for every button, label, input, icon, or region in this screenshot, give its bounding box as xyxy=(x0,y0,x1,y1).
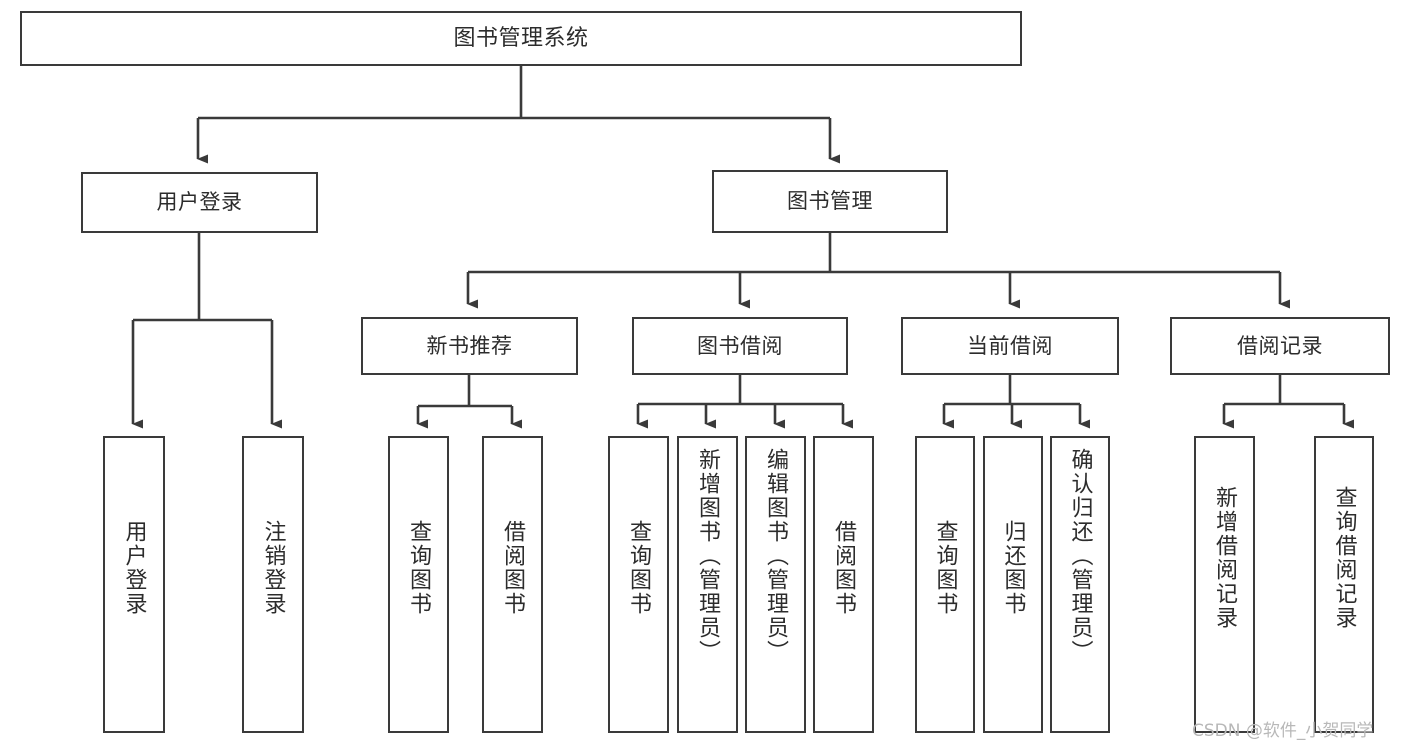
node-label: 借阅图书 xyxy=(831,520,857,616)
leaf-record-add-record[interactable]: 新增借阅记录 xyxy=(1194,436,1255,733)
node-label: 查询图书 xyxy=(406,520,432,616)
node-label: 注销登录 xyxy=(260,520,286,616)
node-label: 借阅记录 xyxy=(1237,333,1323,358)
leaf-current-query-book[interactable]: 查询图书 xyxy=(915,436,975,733)
node-user-login[interactable]: 用户登录 xyxy=(81,172,318,233)
node-label: 新书推荐 xyxy=(426,333,513,358)
node-label: 图书管理系统 xyxy=(453,25,589,51)
node-label: 新增图书（管理员） xyxy=(695,448,721,664)
node-label: 确认归还（管理员） xyxy=(1067,448,1093,664)
leaf-user-login[interactable]: 用户登录 xyxy=(103,436,165,733)
node-label: 用户登录 xyxy=(121,520,147,616)
node-book-borrowing[interactable]: 图书借阅 xyxy=(632,317,848,375)
node-label: 查询图书 xyxy=(932,520,958,616)
leaf-current-confirm-return-admin[interactable]: 确认归还（管理员） xyxy=(1050,436,1110,733)
leaf-borrow-add-book-admin[interactable]: 新增图书（管理员） xyxy=(677,436,738,733)
node-label: 借阅图书 xyxy=(500,520,526,616)
leaf-newbook-query-book[interactable]: 查询图书 xyxy=(388,436,449,733)
node-label: 新增借阅记录 xyxy=(1212,486,1238,630)
leaf-borrow-edit-book-admin[interactable]: 编辑图书（管理员） xyxy=(745,436,806,733)
node-label: 查询借阅记录 xyxy=(1331,486,1357,630)
node-label: 图书管理 xyxy=(787,189,873,214)
watermark-text: CSDN @软件_小贺同学 xyxy=(1192,721,1374,741)
leaf-newbook-borrow-book[interactable]: 借阅图书 xyxy=(482,436,543,733)
node-label: 当前借阅 xyxy=(967,333,1053,358)
node-label: 图书借阅 xyxy=(697,333,783,358)
node-label: 查询图书 xyxy=(626,520,652,616)
node-label: 归还图书 xyxy=(1000,520,1026,616)
node-current-borrowing[interactable]: 当前借阅 xyxy=(901,317,1119,375)
node-new-book-recommendation[interactable]: 新书推荐 xyxy=(361,317,578,375)
leaf-current-return-book[interactable]: 归还图书 xyxy=(983,436,1043,733)
node-root-system[interactable]: 图书管理系统 xyxy=(20,11,1022,66)
leaf-borrow-query-book[interactable]: 查询图书 xyxy=(608,436,669,733)
node-label: 编辑图书（管理员） xyxy=(763,448,789,664)
node-book-management[interactable]: 图书管理 xyxy=(712,170,948,233)
leaf-logout[interactable]: 注销登录 xyxy=(242,436,304,733)
node-label: 用户登录 xyxy=(156,190,243,215)
node-borrowing-record[interactable]: 借阅记录 xyxy=(1170,317,1390,375)
leaf-borrow-borrow-book[interactable]: 借阅图书 xyxy=(813,436,874,733)
leaf-record-query-record[interactable]: 查询借阅记录 xyxy=(1314,436,1374,733)
